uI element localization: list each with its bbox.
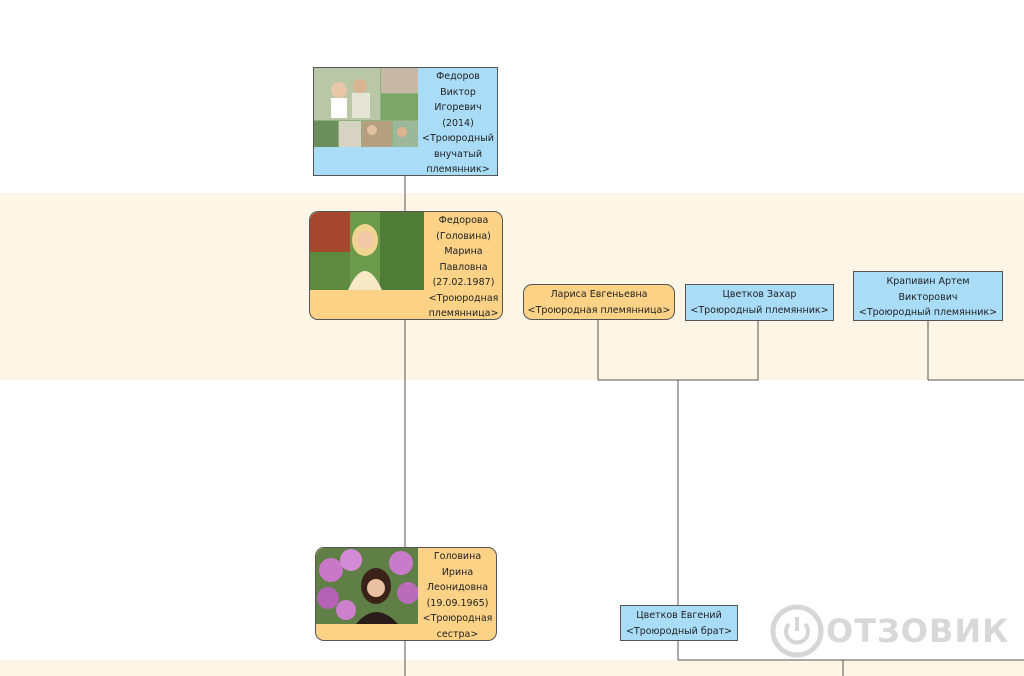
watermark: ОТЗОВИК bbox=[770, 602, 1010, 660]
person-photo bbox=[314, 68, 418, 147]
person-label: Федоров Виктор Игоревич (2014) <Троюродн… bbox=[422, 71, 494, 175]
generation-band bbox=[0, 380, 1024, 660]
generation-band bbox=[0, 660, 1024, 676]
person-label: Лариса Евгеньевна <Троюродная племянница… bbox=[527, 289, 671, 316]
person-card-larisa[interactable]: Лариса Евгеньевна <Троюродная племянница… bbox=[523, 284, 675, 320]
person-card-artem[interactable]: Крапивин Артем Викторович <Троюродный пл… bbox=[853, 271, 1003, 321]
watermark-text: ОТЗОВИК bbox=[826, 612, 1010, 650]
person-photo bbox=[310, 212, 424, 290]
person-label: Крапивин Артем Викторович <Троюродный пл… bbox=[858, 276, 998, 318]
person-label: Цветков Евгений <Троюродный брат> bbox=[625, 610, 733, 637]
person-photo bbox=[316, 548, 418, 624]
person-card-irina[interactable]: Головина Ирина Леонидовна (19.09.1965) <… bbox=[315, 547, 497, 641]
person-card-evgeny[interactable]: Цветков Евгений <Троюродный брат> bbox=[620, 605, 738, 641]
person-card-zakhar[interactable]: Цветков Захар <Троюродный племянник> bbox=[685, 284, 834, 321]
person-label: Федорова (Головина) Марина Павловна (27.… bbox=[428, 215, 499, 319]
person-card-viktor[interactable]: Федоров Виктор Игоревич (2014) <Троюродн… bbox=[313, 67, 498, 176]
person-label: Головина Ирина Леонидовна (19.09.1965) <… bbox=[422, 551, 493, 640]
connector-line bbox=[597, 320, 759, 381]
power-icon bbox=[770, 604, 824, 658]
person-label: Цветков Захар <Троюродный племянник> bbox=[690, 289, 829, 316]
person-card-marina[interactable]: Федорова (Головина) Марина Павловна (27.… bbox=[309, 211, 503, 320]
generation-band bbox=[0, 0, 1024, 193]
